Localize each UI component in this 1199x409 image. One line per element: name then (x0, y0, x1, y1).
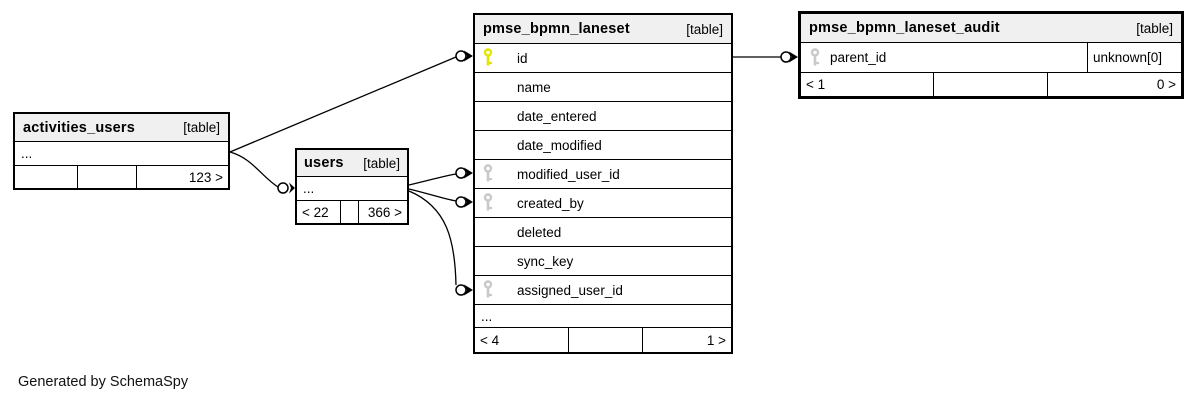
column-row-ellipsis: ... (475, 304, 731, 327)
footer-mid-cell (340, 201, 359, 223)
primary-key-icon (483, 48, 495, 68)
marker-audit-parent-id (780, 51, 798, 63)
table-pmse-bpmn-laneset-audit[interactable]: pmse_bpmn_laneset_audit [table] parent_i… (798, 11, 1184, 99)
column-name: name (517, 79, 551, 95)
column-row-name[interactable]: name (475, 72, 731, 101)
table-badge: [table] (1136, 20, 1173, 36)
footer-mid-cell (568, 328, 643, 352)
footer-parents-cell: < 1 (806, 77, 826, 92)
ellipsis-label: ... (481, 308, 493, 324)
footer-mid-cell (77, 166, 137, 188)
column-row-deleted[interactable]: deleted (475, 217, 731, 246)
ellipsis-label: ... (21, 146, 33, 161)
relationship-activities-users (229, 151, 279, 188)
footer-children-cell: 0 > (1156, 77, 1176, 92)
column-name: deleted (517, 224, 562, 240)
column-row-parent-id[interactable]: parent_id unknown[0] (801, 42, 1181, 72)
footer-parents-cell: < 4 (480, 332, 500, 348)
marker-created-by (455, 196, 473, 208)
table-title: users (304, 155, 344, 171)
ellipsis-label: ... (303, 181, 315, 196)
column-row-ellipsis: ... (15, 141, 228, 165)
relationship-users-created-by (408, 188, 457, 202)
table-title: activities_users (23, 119, 136, 136)
column-name: date_entered (517, 108, 597, 124)
column-name: sync_key (517, 253, 574, 269)
table-pmse-bpmn-laneset[interactable]: pmse_bpmn_laneset [table] id name date_e… (473, 13, 733, 354)
column-row-assigned-user-id[interactable]: assigned_user_id (475, 275, 731, 304)
footer-parents-cell (15, 166, 77, 188)
table-header[interactable]: pmse_bpmn_laneset [table] (475, 15, 731, 43)
column-row-ellipsis: ... (297, 176, 407, 200)
column-type: unknown[0] (1087, 43, 1181, 72)
table-footer: 123 > (15, 165, 228, 188)
table-title: pmse_bpmn_laneset_audit (809, 20, 1000, 36)
column-name: created_by (517, 195, 584, 211)
table-badge: [table] (686, 21, 723, 37)
cardinality-markers (277, 50, 798, 296)
footer-children-cell: 1 > (706, 332, 726, 348)
table-footer: < 22 366 > (297, 200, 407, 223)
foreign-key-icon (810, 47, 822, 68)
footer-parents-cell: < 22 (302, 204, 329, 220)
relationship-users-assigned-user-id (408, 190, 457, 286)
table-title: pmse_bpmn_laneset (483, 21, 630, 37)
column-name: id (517, 50, 528, 66)
column-row-date-modified[interactable]: date_modified (475, 130, 731, 159)
marker-assigned-user-id (455, 284, 473, 296)
column-row-modified-user-id[interactable]: modified_user_id (475, 159, 731, 188)
column-name: modified_user_id (517, 166, 620, 182)
table-badge: [table] (183, 120, 220, 135)
column-row-sync-key[interactable]: sync_key (475, 246, 731, 275)
relationship-activities-laneset-id (229, 56, 457, 153)
table-header[interactable]: activities_users [table] (15, 114, 228, 141)
table-header[interactable]: pmse_bpmn_laneset_audit [table] (801, 14, 1181, 42)
marker-laneset-id (455, 50, 473, 62)
foreign-key-icon (483, 193, 495, 213)
column-row-created-by[interactable]: created_by (475, 188, 731, 217)
column-name: date_modified (517, 137, 602, 153)
footer-mid-cell (933, 73, 1048, 96)
relationship-users-modified-user-id (408, 173, 457, 186)
foreign-key-icon (483, 280, 495, 300)
table-footer: < 4 1 > (475, 327, 731, 352)
marker-modified-user-id (455, 167, 473, 179)
column-row-date-entered[interactable]: date_entered (475, 101, 731, 130)
column-name: parent_id (830, 50, 887, 65)
generated-by-note: Generated by SchemaSpy (18, 374, 189, 390)
footer-children-cell: 123 > (188, 169, 223, 185)
footer-children-cell: 366 > (367, 204, 402, 220)
column-name: assigned_user_id (517, 282, 623, 298)
table-activities-users[interactable]: activities_users [table] ... 123 > (13, 112, 230, 190)
column-row-id[interactable]: id (475, 43, 731, 72)
table-footer: < 1 0 > (801, 72, 1181, 96)
marker-users-left (277, 182, 295, 194)
foreign-key-icon (483, 164, 495, 184)
table-users[interactable]: users [table] ... < 22 366 > (295, 148, 409, 225)
table-badge: [table] (363, 155, 400, 171)
table-header[interactable]: users [table] (297, 150, 407, 176)
